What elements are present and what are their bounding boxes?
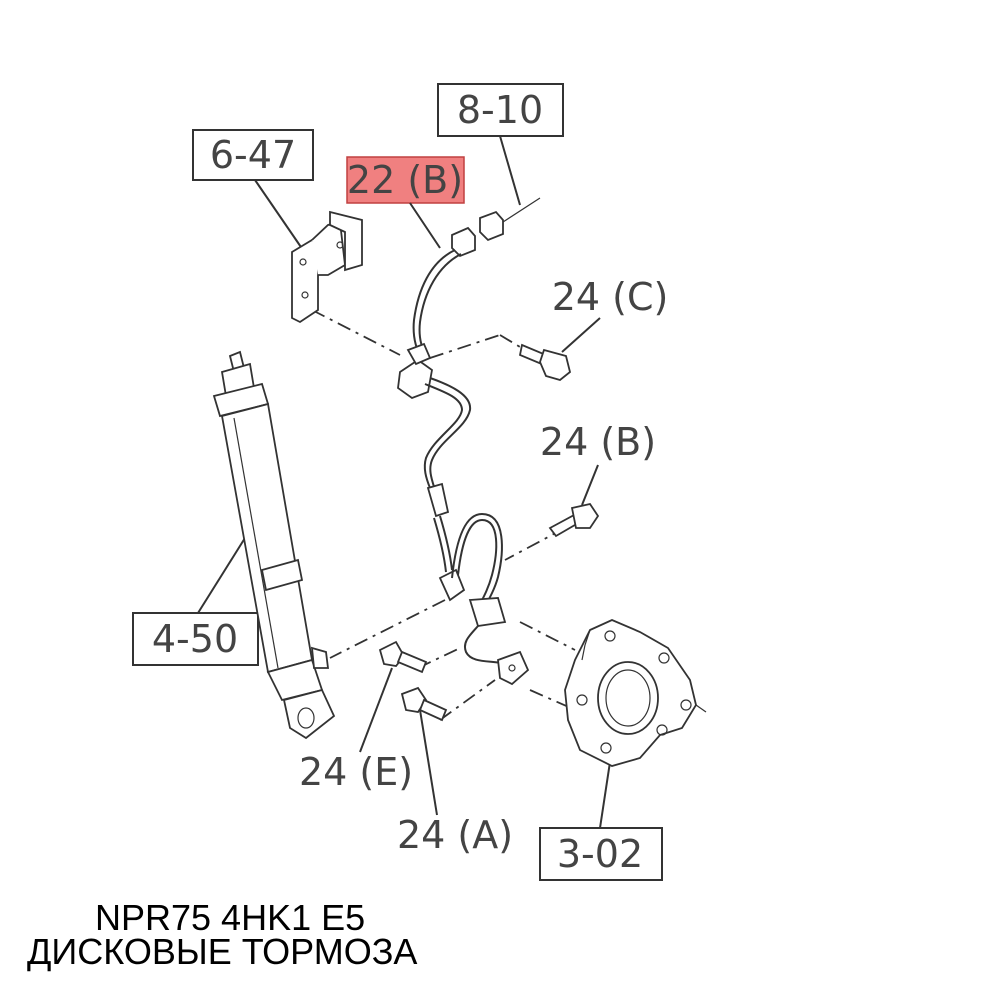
ref-label-8-10: 8-10 <box>457 88 543 132</box>
bolt-24c-icon[interactable] <box>518 343 572 381</box>
part-label-24a[interactable]: 24 (A) <box>397 813 513 857</box>
assembly-lines <box>311 309 581 721</box>
ref-box-3-02[interactable]: 3-02 <box>539 827 663 881</box>
bolt-24e-icon[interactable] <box>378 640 428 674</box>
part-label-22b: 22 (B) <box>347 158 463 202</box>
part-label-24e[interactable]: 24 (E) <box>299 750 413 794</box>
section-caption: ДИСКОВЫЕ ТОРМОЗА <box>27 931 418 972</box>
ref-label-6-47: 6-47 <box>210 133 296 177</box>
part-label-24c[interactable]: 24 (C) <box>552 275 669 319</box>
ref-label-3-02: 3-02 <box>557 832 643 876</box>
model-caption: NPR75 4HK1 E5 <box>95 897 366 938</box>
ref-box-8-10[interactable]: 8-10 <box>437 83 564 137</box>
bolt-24a-icon[interactable] <box>400 686 448 722</box>
shock-absorber-icon[interactable] <box>212 350 336 740</box>
bolt-24b-icon[interactable] <box>548 502 600 538</box>
wheel-speed-sensor-harness[interactable] <box>397 249 530 686</box>
part-22b-highlight[interactable]: 22 (B) <box>346 156 465 204</box>
connector-icon[interactable] <box>451 197 541 258</box>
part-label-24b[interactable]: 24 (B) <box>540 420 656 464</box>
steering-knuckle-icon[interactable] <box>564 619 707 767</box>
ref-box-6-47[interactable]: 6-47 <box>192 129 314 181</box>
highlight-box <box>346 156 465 204</box>
ref-box-4-50[interactable]: 4-50 <box>132 612 259 666</box>
bracket-icon[interactable] <box>291 210 363 324</box>
ref-label-4-50: 4-50 <box>152 617 238 661</box>
leader-lines <box>197 135 611 829</box>
